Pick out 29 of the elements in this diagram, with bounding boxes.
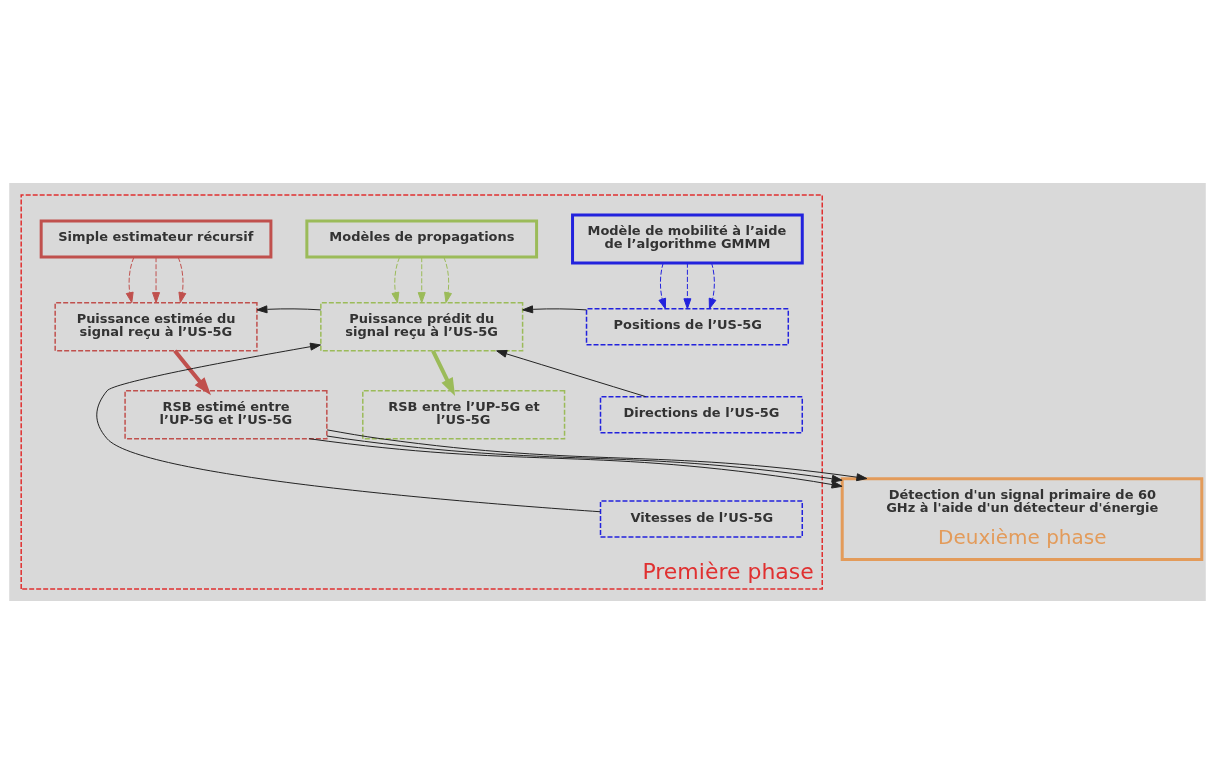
node-box: Puissance estimée du signal reçu à l’US-5G: [54, 301, 258, 352]
node-box: Directions de l’US-5G: [599, 395, 803, 433]
arrow: [708, 261, 717, 309]
arrow: [308, 437, 843, 489]
arrow: [522, 304, 587, 313]
arrow: [326, 435, 843, 483]
arrow: [431, 349, 456, 396]
node-box: Puissance prédit du signal reçu à l’US-5G: [320, 301, 524, 352]
arrow: [391, 256, 401, 303]
arrow: [173, 349, 211, 395]
arrow: [683, 261, 692, 309]
node-box: Détection d'un signal primaire de 60 GHz à l'aide d'un détecteur d'énergie Deuxième phase: [840, 476, 1204, 561]
node-box: RSB entre l’UP-5G et l’US-5G: [362, 389, 566, 439]
node-box: Vitesses de l’US-5G: [599, 499, 803, 538]
node-box: RSB estimé entre l’UP-5G et l’US-5G: [124, 389, 328, 439]
arrow: [96, 342, 601, 512]
arrow: [177, 256, 187, 303]
node-box: Positions de l’US-5G: [585, 307, 790, 346]
arrow: [658, 261, 667, 309]
arrow: [326, 428, 868, 481]
arrow: [417, 256, 426, 303]
node-box: Modèles de propagations: [305, 218, 539, 258]
node-box: Simple estimateur récursif: [39, 218, 273, 258]
arrow: [496, 349, 647, 397]
arrow: [256, 304, 322, 313]
arrow: [125, 256, 135, 303]
node-box: Modèle de mobilité à l’aide de l’algorithme GMMM: [571, 212, 804, 264]
arrow: [152, 256, 161, 303]
arrow: [443, 256, 452, 303]
